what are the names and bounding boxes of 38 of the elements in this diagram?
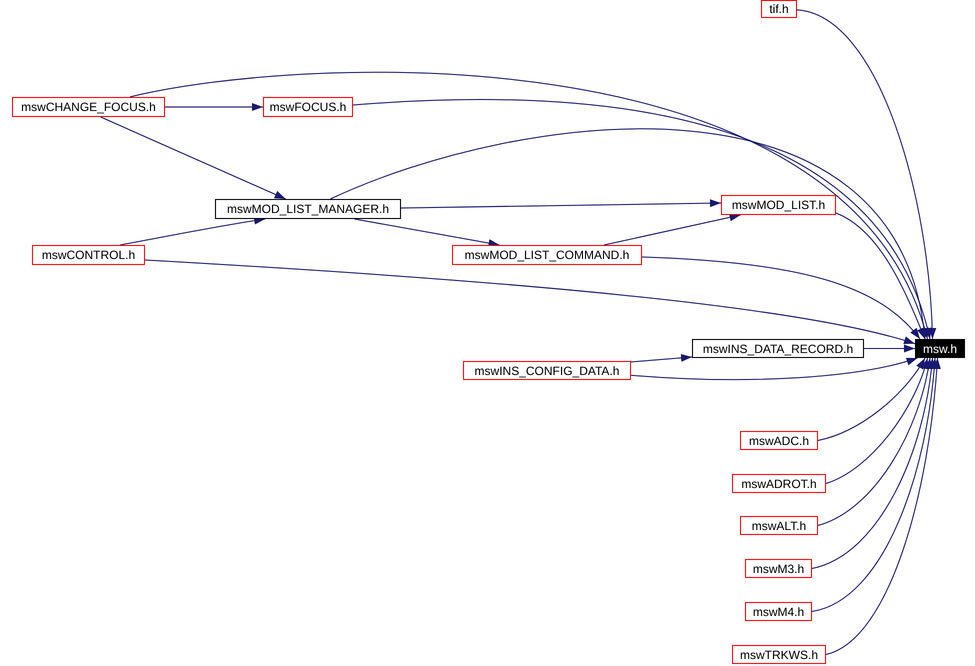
file-node: mswMOD_LIST_MANAGER.h [215,199,401,219]
arrow [144,260,916,345]
arrow [352,98,930,340]
arrow [604,213,742,246]
file-node: mswMOD_LIST_COMMAND.h [452,245,642,265]
arrow [100,116,286,200]
file-node: mswCHANGE_FOCUS.h [12,97,165,117]
arrow [129,72,928,340]
arrow [630,354,692,362]
file-node: tif.h [761,0,797,18]
arrow [354,218,500,247]
file-node: mswINS_CONFIG_DATA.h [463,361,631,380]
arrow [642,256,920,340]
file-node: mswM3.h [745,559,812,578]
arrow [796,9,936,340]
arrow [812,358,936,569]
file-node: mswALT.h [740,516,818,535]
arrow [630,357,918,380]
file-node: mswADC.h [740,431,818,450]
file-node: mswADROT.h [732,474,826,493]
file-node: msw.h [915,339,965,358]
file-node: mswFOCUS.h [263,97,353,117]
arrow [812,358,938,612]
arrow [836,212,926,340]
file-node: mswTRKWS.h [732,645,826,664]
arrow [826,358,928,484]
arrow [164,103,264,111]
file-node: mswM4.h [745,602,812,621]
file-node: mswINS_DATA_RECORD.h [692,339,864,358]
arrow [818,358,926,441]
arrow [400,199,722,208]
file-node: mswCONTROL.h [32,245,145,265]
arrow [330,128,927,340]
arrow [864,344,916,352]
arrow [120,216,266,246]
arrow [818,358,932,526]
file-node: mswMOD_LIST.h [721,195,836,215]
arrow [826,358,941,655]
